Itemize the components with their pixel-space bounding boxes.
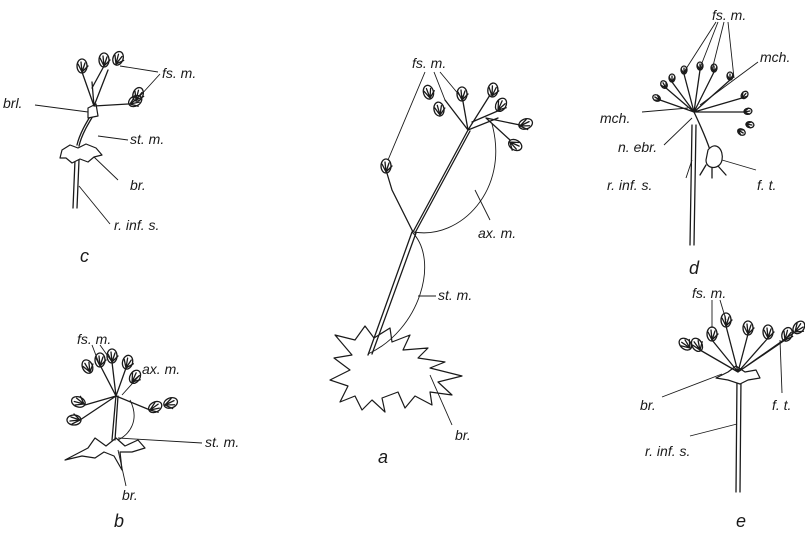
panel-e-plant [662, 300, 805, 492]
panel-c-branch [73, 160, 79, 208]
panel-e-label-branch: r. inf. s. [645, 443, 690, 459]
panel-a-bract [330, 326, 462, 412]
panel-e-label-bract: br. [640, 397, 656, 413]
panel-b-plant [65, 345, 202, 486]
panel-e-letter: e [736, 511, 746, 531]
panel-b-label-bract: br. [122, 487, 138, 503]
panel-d-label-mch-right: mch. [760, 49, 790, 65]
panel-b-stem [112, 395, 118, 440]
panel-d-plant [642, 22, 758, 245]
panel-a-label-axis: ax. m. [478, 225, 516, 241]
panel-a-label-flowers: fs. m. [412, 55, 446, 71]
panel-e-label-fruit: f. t. [772, 397, 791, 413]
panel-a-letter: a [378, 447, 388, 467]
panel-e-bract [716, 366, 760, 384]
panel-a-main-axis [413, 118, 498, 233]
panel-b-label-axis: ax. m. [142, 361, 180, 377]
panel-a-label-bract: br. [455, 427, 471, 443]
panel-c-label-branch: r. inf. s. [114, 217, 159, 233]
panel-b-bract [65, 438, 145, 470]
panel-c-label-flowers: fs. m. [162, 65, 196, 81]
panel-a-plant [330, 72, 534, 425]
panel-d-label-branch: r. inf. s. [607, 177, 652, 193]
panel-c-label-bracteole: brl. [3, 95, 22, 111]
panel-e-branch [736, 378, 741, 492]
panel-b-letter: b [114, 511, 124, 531]
panel-d-letter: d [689, 258, 700, 278]
panel-b-label-flowers: fs. m. [77, 331, 111, 347]
panel-e-label-flowers: fs. m. [692, 285, 726, 301]
panel-d-label-fruit: f. t. [757, 177, 776, 193]
panel-a-label-stem: st. m. [438, 287, 472, 303]
panel-c-letter: c [80, 246, 89, 266]
panel-c-bract [60, 144, 102, 163]
panel-c-label-stem: st. m. [130, 131, 164, 147]
panel-d-label-flowers: fs. m. [712, 7, 746, 23]
panel-c-label-bract: br. [130, 177, 146, 193]
panel-d-fruit [706, 146, 722, 168]
panel-d-branch [690, 125, 696, 245]
panel-b-label-stem: st. m. [205, 434, 239, 450]
panel-d-label-mch-left: mch. [600, 110, 630, 126]
panel-d-label-node: n. ebr. [618, 139, 657, 155]
